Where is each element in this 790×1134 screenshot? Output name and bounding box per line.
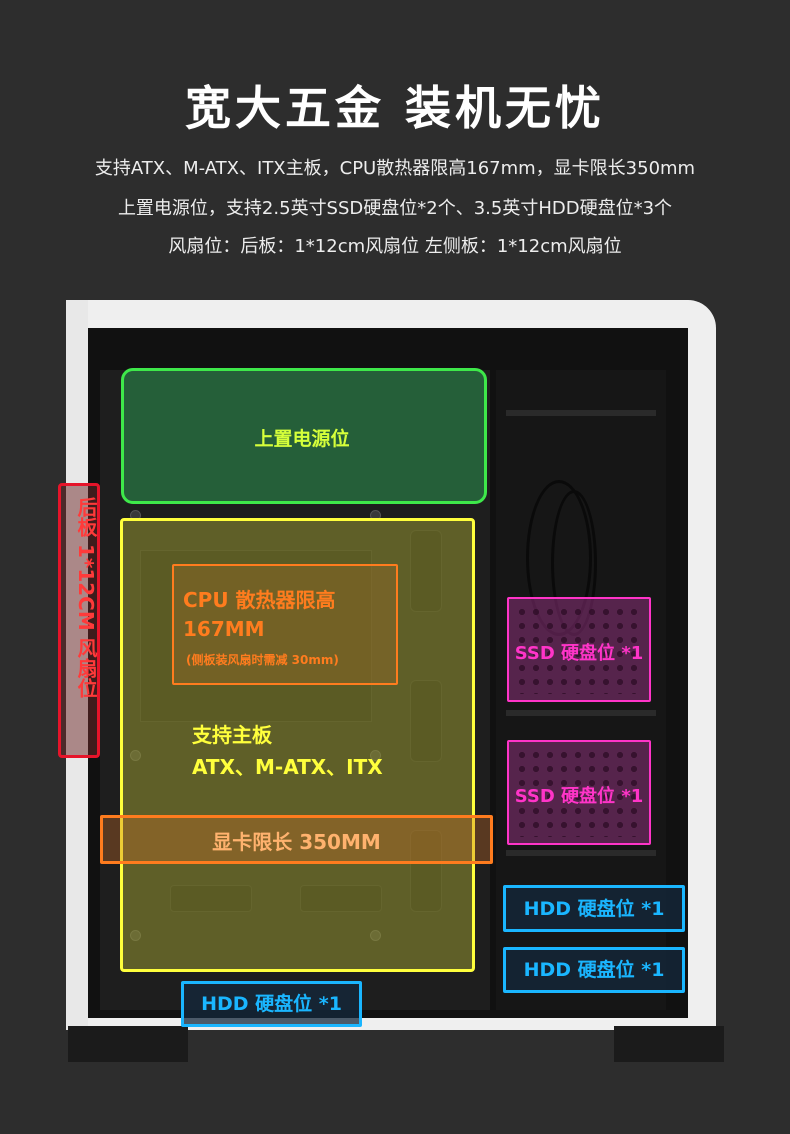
hdd-bay-label: HDD 硬盘位 *1 [503,947,685,993]
ssd-bay-label: SSD 硬盘位 *1 [514,643,644,664]
motherboard-formats-label: ATX、M-ATX、ITX [192,755,383,779]
cpu-cooler-height-label: 167MM [183,617,265,641]
spec-line-3: 风扇位：后板：1*12cm风扇位 左侧板：1*12cm风扇位 [168,236,622,257]
cpu-cooler-area-highlight [172,564,398,685]
spec-line-2: 上置电源位，支持2.5英寸SSD硬盘位*2个、3.5英寸HDD硬盘位*3个 [117,198,673,219]
cpu-cooler-note: (侧板装风扇时需减 30mm) [186,653,339,667]
bay-rail [506,710,656,716]
rear-fan-label: 后板 1*12CM 风扇位 [74,497,98,698]
ssd-bay-highlight [507,740,651,845]
ssd-bay-highlight [507,597,651,702]
case-foot-left [68,1026,188,1062]
case-foot-right [614,1026,724,1062]
motherboard-label: 支持主板 [192,723,272,747]
rear-fan-area-highlight [58,483,100,758]
psu-area-highlight [121,368,487,504]
spec-line-1: 支持ATX、M-ATX、ITX主板，CPU散热器限高167mm，显卡限长350m… [94,158,696,179]
bay-rail [506,850,656,856]
cpu-cooler-label: CPU 散热器限高 [183,588,336,612]
gpu-length-label: 显卡限长 350MM [212,830,381,854]
psu-label: 上置电源位 [254,428,350,450]
motherboard-area-highlight [120,518,475,972]
gpu-area-highlight [100,815,493,864]
hdd-bay-label: HDD 硬盘位 *1 [181,981,362,1027]
hdd-bay-label: HDD 硬盘位 *1 [503,885,685,932]
ssd-bay-label: SSD 硬盘位 *1 [514,786,644,807]
page-title: 宽大五金 装机无忧 [184,81,605,135]
bay-rail [506,410,656,416]
